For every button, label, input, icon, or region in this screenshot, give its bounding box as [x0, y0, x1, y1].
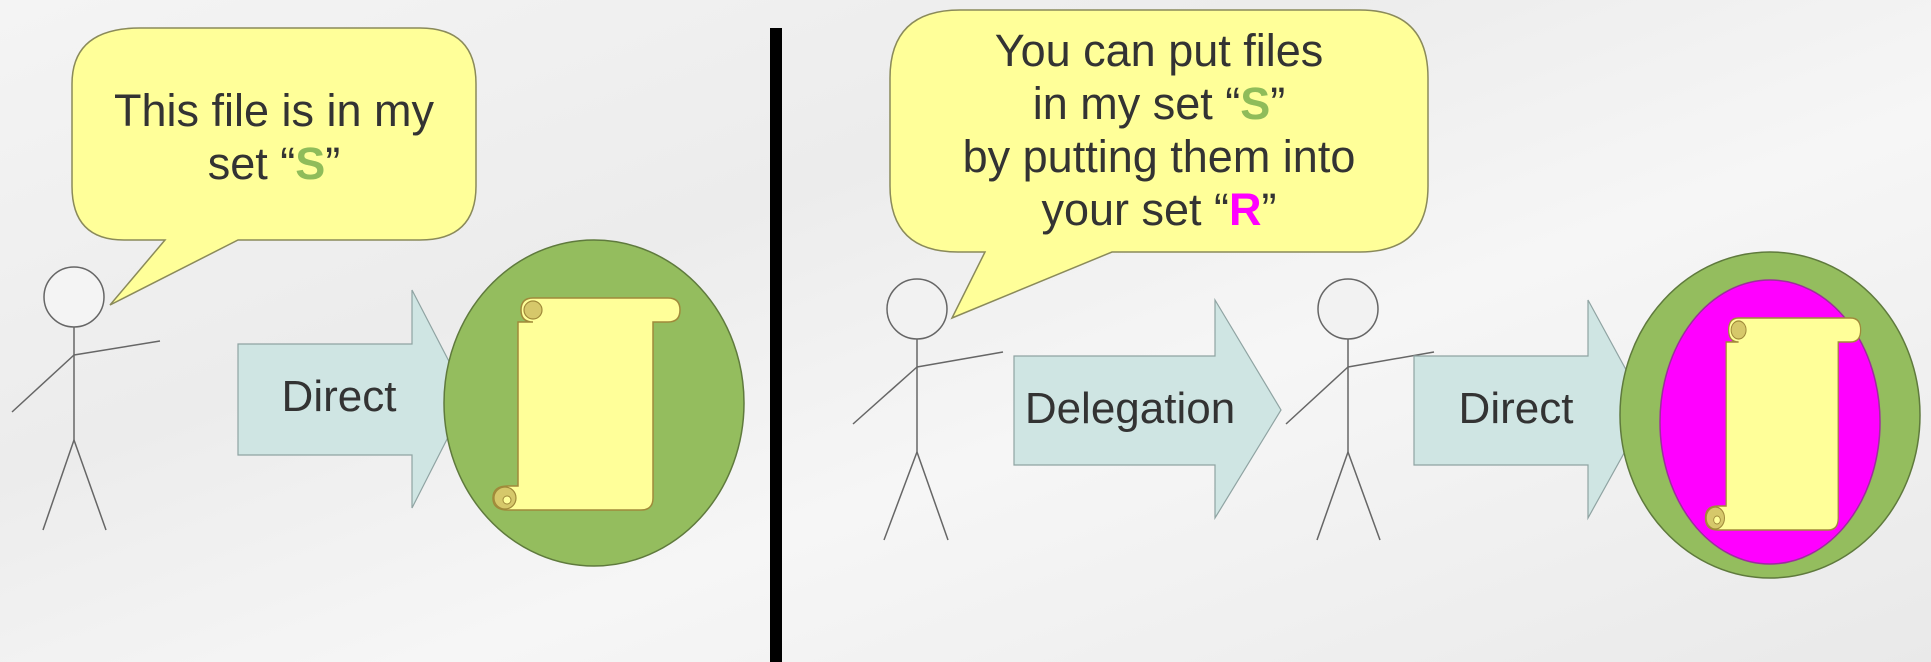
bubble-right-line3: by putting them into — [962, 131, 1356, 182]
stick-figure-left — [11, 266, 161, 531]
set-s-label-left: S — [295, 138, 326, 189]
delegation-arrow — [1013, 297, 1282, 521]
bubble-right-line1: You can put files — [994, 25, 1324, 76]
bubble-left-line1: This file is in my — [113, 85, 435, 136]
bubble-left-line2-prefix: set “ — [207, 138, 296, 189]
bubble-text-right: You can put files in my set “S” by putti… — [890, 24, 1428, 236]
file-scroll-icon-right — [1704, 317, 1862, 531]
stick-figure-right-1 — [852, 278, 1004, 541]
bubble-left-line2: set “S” — [72, 137, 476, 190]
set-r-label-right: R — [1229, 184, 1262, 235]
bubble-right-line4-suffix: ” — [1261, 184, 1277, 235]
bubble-right-line4-prefix: your set “ — [1041, 184, 1230, 235]
bubble-right-line2: in my set “S” — [890, 77, 1428, 130]
file-scroll-icon-left — [492, 297, 681, 511]
bubble-right-line2-prefix: in my set “ — [1032, 78, 1241, 129]
panel-divider — [770, 28, 782, 662]
bubble-left-line2-suffix: ” — [325, 138, 341, 189]
speech-bubble-right — [889, 9, 1429, 320]
direct-label-right: Direct — [1458, 384, 1574, 433]
bubble-right-line2-suffix: ” — [1270, 78, 1286, 129]
set-s-label-right: S — [1240, 78, 1271, 129]
direct-arrow-right — [1413, 299, 1649, 521]
delegation-label: Delegation — [1024, 384, 1236, 433]
bubble-right-line4: your set “R” — [890, 183, 1428, 236]
speech-bubble-left — [71, 27, 477, 306]
stick-figure-right-2 — [1285, 278, 1435, 541]
direct-arrow-left — [237, 289, 469, 509]
bubble-text-left: This file is in my set “S” — [72, 84, 476, 190]
direct-label-left: Direct — [281, 372, 397, 421]
